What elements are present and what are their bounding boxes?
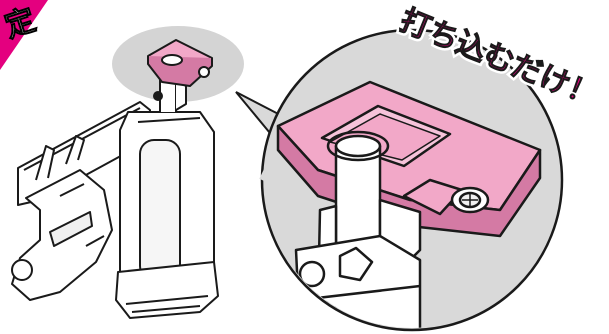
tool-grip-window [140, 140, 180, 280]
screw-icon [452, 188, 488, 212]
tool-knob [12, 260, 32, 280]
corner-badge: 定 [0, 0, 48, 70]
